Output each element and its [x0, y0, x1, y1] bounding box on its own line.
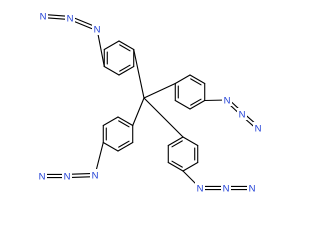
- nitrogen-atom-bottom-left: N: [92, 171, 99, 182]
- ring-bond-bottom-right: [182, 161, 199, 172]
- ring-double-bond-bottom-left: [118, 140, 130, 148]
- nitrogen-atom-bottom-right: N: [223, 184, 230, 195]
- ring-double-bond-bottom-left: [118, 120, 130, 128]
- ring-double-bond-top: [119, 64, 131, 72]
- n-n-double-bond-top: [74, 17, 94, 27]
- n-n-double-bond-bottom-left: [71, 173, 91, 175]
- nitrogen-atom-top: N: [94, 25, 101, 36]
- n-n-double-bond-top: [47, 17, 66, 20]
- ring-bond-right: [189, 74, 206, 85]
- central-bond-top: [133, 48, 145, 99]
- central-bond-bottom-left: [132, 97, 145, 127]
- central-bond-right: [143, 82, 176, 99]
- ring-bond-top: [103, 65, 120, 76]
- nitrogen-atom-bottom-left: N: [39, 172, 46, 183]
- nitrogen-atom-right: N: [224, 96, 231, 107]
- nitrogen-atom-bottom-left-mask: [37, 170, 47, 182]
- nitrogen-atom-bottom-right-mask: [195, 182, 205, 194]
- ring-bond-bottom-right: [182, 136, 199, 147]
- nitrogen-atom-bottom-right: N: [197, 184, 204, 195]
- nitrogen-atom-top-mask: [38, 10, 48, 22]
- ring-bond-bottom-left: [117, 141, 134, 152]
- nitrogen-atom-top: N: [40, 12, 47, 23]
- nitrogen-atom-right-mask: [237, 108, 247, 120]
- nitrogen-atom-bottom-left-mask: [62, 170, 72, 182]
- ring-bond-right: [174, 99, 191, 110]
- n-n-double-bond-top: [73, 20, 93, 30]
- ring-bond-right: [174, 74, 191, 85]
- nitrogen-atom-top-mask: [92, 23, 102, 35]
- nitrogen-atom-bottom-left: N: [64, 172, 71, 183]
- ring-bond-bottom-left: [117, 116, 134, 127]
- ring-bond-right: [189, 99, 206, 110]
- n-n-double-bond-top: [47, 14, 66, 17]
- ring-bond-bottom-right: [167, 161, 184, 172]
- ring-bond-bottom-right: [167, 136, 184, 147]
- central-bond-bottom-right: [143, 97, 184, 138]
- ring-bond-bottom-left: [102, 116, 119, 127]
- nitrogen-atom-right-mask: [253, 122, 263, 134]
- nitrogen-atom-right: N: [239, 110, 246, 121]
- nitrogen-atom-top-mask: [65, 12, 75, 24]
- ring-bond-bottom-left: [102, 141, 119, 152]
- nitrogen-atom-bottom-left-mask: [90, 169, 100, 181]
- nitrogen-atom-right-mask: [222, 94, 232, 106]
- nitrogen-atom-bottom-right: N: [249, 184, 256, 195]
- ring-bond-top: [103, 40, 120, 51]
- nitrogen-atom-bottom-right-mask: [221, 182, 231, 194]
- n-n-double-bond-bottom-left: [71, 176, 91, 178]
- ring-bond-top: [118, 65, 135, 76]
- c-n-bond-top: [96, 28, 105, 68]
- ring-double-bond-bottom-right: [171, 140, 183, 148]
- ring-double-bond-bottom-right: [171, 160, 183, 168]
- nitrogen-atom-top: N: [67, 14, 74, 25]
- ring-bond-top: [118, 40, 135, 51]
- ring-double-bond-top: [119, 44, 131, 52]
- ring-double-bond-right: [190, 98, 202, 106]
- nitrogen-atom-bottom-right-mask: [247, 182, 257, 194]
- ring-double-bond-right: [190, 78, 202, 86]
- nitrogen-atom-right: N: [255, 124, 262, 135]
